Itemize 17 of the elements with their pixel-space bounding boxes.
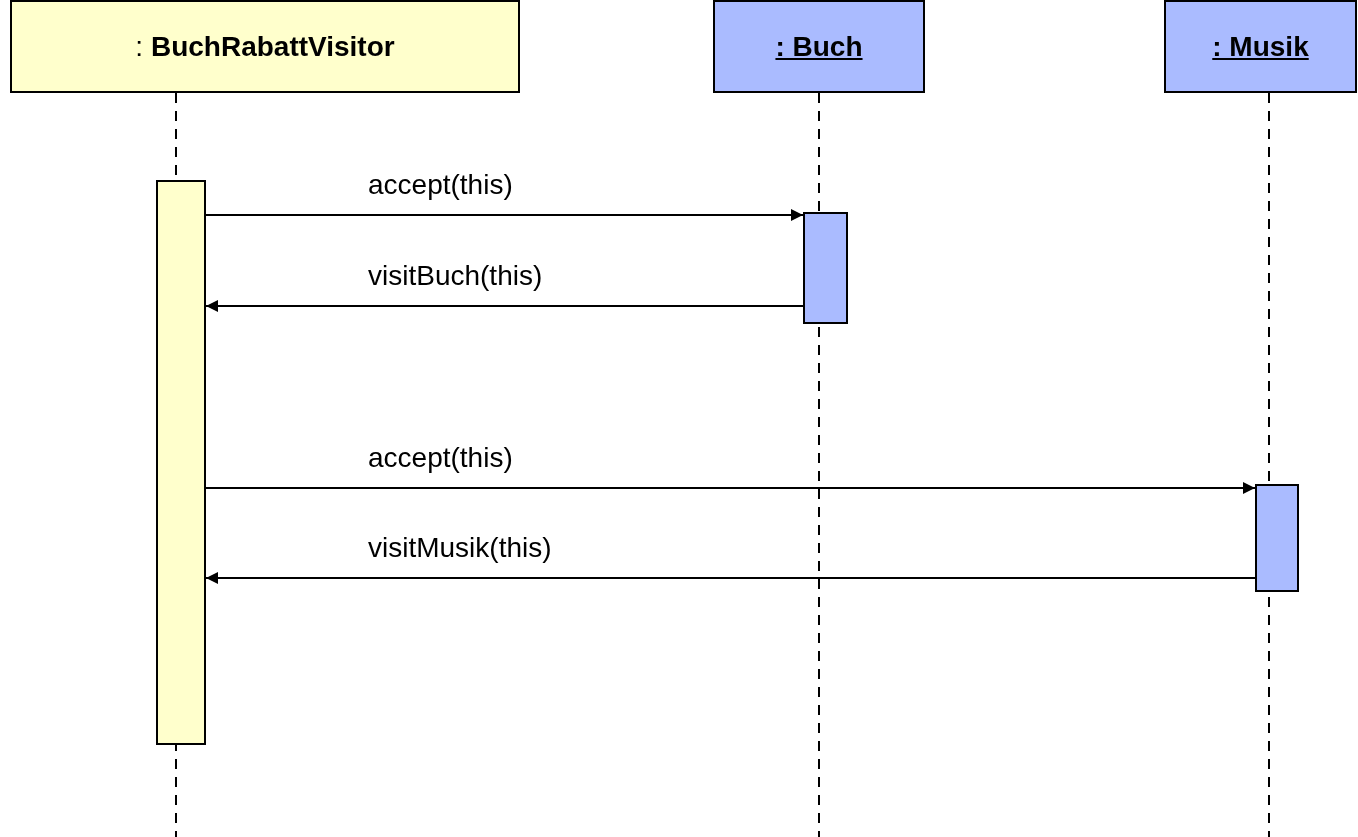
object-name: : Musik — [1212, 30, 1309, 63]
lifeline-head — [713, 0, 925, 93]
activation-bar — [803, 212, 848, 324]
message-label: visitMusik(this) — [368, 532, 552, 564]
message-arrow — [205, 209, 804, 221]
message-arrow — [205, 572, 1256, 584]
object-name: : Buch — [775, 30, 863, 63]
activation-bar — [1255, 484, 1299, 592]
message-arrow — [205, 300, 804, 312]
message-label: accept(this) — [368, 442, 513, 474]
message-label: accept(this) — [368, 169, 513, 201]
activation-bar — [156, 180, 206, 745]
lifeline-head — [1164, 0, 1357, 93]
lifeline-head — [10, 0, 520, 93]
message-label: visitBuch(this) — [368, 260, 543, 292]
object-name: : BuchRabattVisitor — [135, 30, 395, 63]
message-arrow — [205, 482, 1256, 494]
